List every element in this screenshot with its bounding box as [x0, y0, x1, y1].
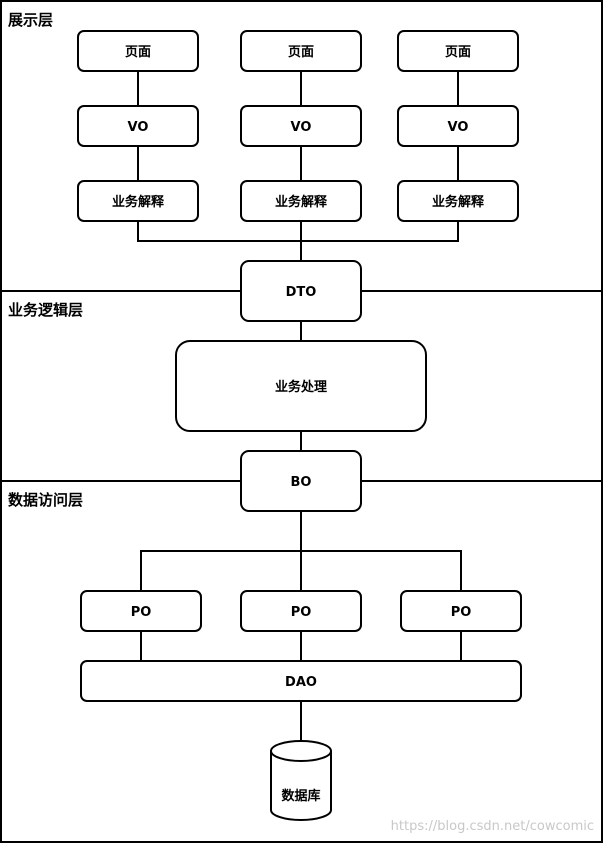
bo-node-label: BO: [291, 475, 312, 490]
biz-interpret-node-label: 业务解释: [275, 194, 328, 210]
page-node-2: 页面: [240, 30, 362, 72]
po-node-label: PO: [131, 605, 152, 620]
vo-node-1: VO: [77, 105, 199, 147]
page-node-3: 页面: [397, 30, 519, 72]
data-access-layer-label: 数据访问层: [8, 491, 83, 509]
biz-process-node: 业务处理: [175, 340, 427, 432]
presentation-connectors: [137, 71, 459, 261]
po-node-1: PO: [80, 590, 202, 632]
vo-node-label: VO: [128, 120, 149, 135]
presentation-layer-label: 展示层: [8, 11, 53, 29]
vo-node-3: VO: [397, 105, 519, 147]
biz-interpret-node-2: 业务解释: [240, 180, 362, 222]
vo-node-label: VO: [448, 120, 469, 135]
po-node-3: PO: [400, 590, 522, 632]
po-node-label: PO: [451, 605, 472, 620]
database-node: 数据库: [270, 740, 332, 821]
dao-node: DAO: [80, 660, 522, 702]
data-access-connectors: [140, 511, 462, 749]
page-node-label: 页面: [445, 45, 471, 60]
bo-node: BO: [240, 450, 362, 512]
page-node-label: 页面: [125, 45, 151, 60]
po-node-2: PO: [240, 590, 362, 632]
biz-interpret-node-3: 业务解释: [397, 180, 519, 222]
page-node-label: 页面: [288, 45, 314, 60]
vo-node-label: VO: [291, 120, 312, 135]
database-node-label: 数据库: [281, 788, 320, 804]
biz-interpret-node-1: 业务解释: [77, 180, 199, 222]
dao-node-label: DAO: [285, 675, 317, 690]
business-layer-label: 业务逻辑层: [8, 301, 83, 319]
dto-node: DTO: [240, 260, 362, 322]
dto-node-label: DTO: [286, 285, 317, 300]
biz-interpret-node-label: 业务解释: [432, 194, 485, 210]
page-node-1: 页面: [77, 30, 199, 72]
biz-interpret-node-label: 业务解释: [112, 194, 165, 210]
watermark: https://blog.csdn.net/cowcomic: [391, 819, 594, 834]
po-node-label: PO: [291, 605, 312, 620]
biz-process-node-label: 业务处理: [275, 379, 327, 395]
vo-node-2: VO: [240, 105, 362, 147]
